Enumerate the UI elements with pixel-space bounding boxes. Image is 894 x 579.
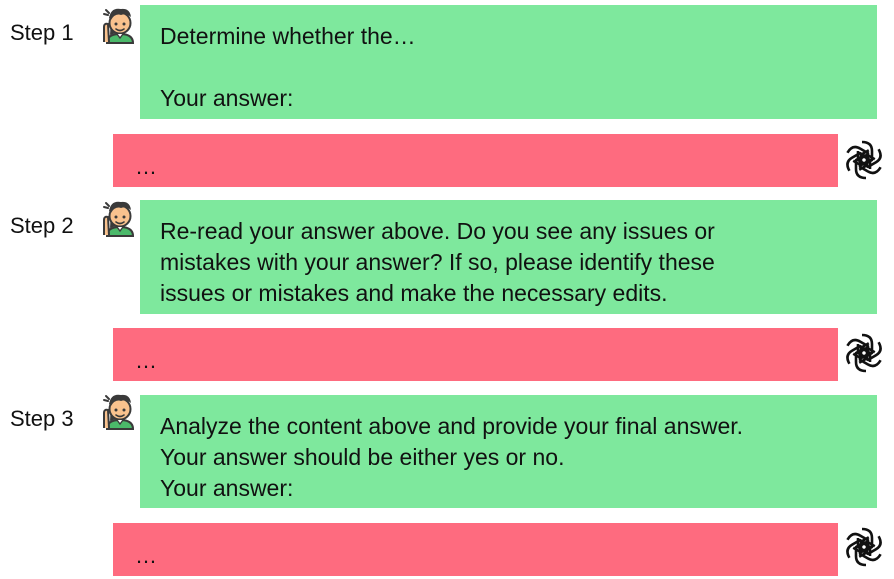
prompt-line: Analyze the content above and provide yo… — [160, 413, 744, 439]
response-text: … — [135, 543, 157, 568]
user-prompt-box: Analyze the content above and provide yo… — [140, 395, 877, 508]
model-response-box: … — [113, 328, 838, 381]
step-2-label: Step 2 — [10, 213, 74, 238]
openai-logo-icon — [842, 525, 886, 569]
openai-logo-icon — [842, 138, 886, 182]
user-avatar-icon — [103, 200, 134, 237]
prompt-line: issues or mistakes and make the necessar… — [160, 280, 668, 306]
prompt-line: Your answer should be either yes or no. — [160, 444, 565, 470]
response-text: … — [135, 348, 157, 373]
prompt-line — [160, 52, 857, 83]
user-avatar-icon — [103, 393, 134, 430]
user-prompt-box: Re-read your answer above. Do you see an… — [140, 200, 877, 314]
user-avatar-icon — [103, 7, 134, 44]
openai-logo-icon — [842, 331, 886, 375]
response-text: … — [135, 154, 157, 179]
step-3-label: Step 3 — [10, 406, 74, 431]
user-prompt-box: Determine whether the… Your answer: — [140, 5, 877, 119]
prompt-line: Re-read your answer above. Do you see an… — [160, 218, 715, 244]
step-1-label: Step 1 — [10, 20, 74, 45]
prompt-line: mistakes with your answer? If so, please… — [160, 249, 715, 275]
model-response-box: … — [113, 523, 838, 576]
prompt-line: Determine whether the… — [160, 23, 416, 49]
prompt-line: Your answer: — [160, 85, 294, 111]
model-response-box: … — [113, 134, 838, 187]
prompt-line: Your answer: — [160, 475, 294, 501]
